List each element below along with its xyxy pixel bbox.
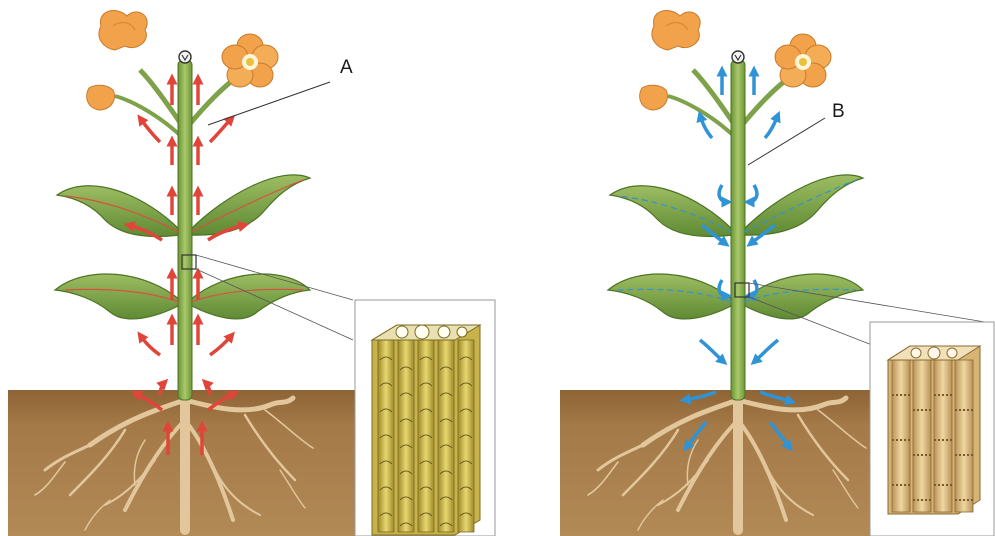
phloem-arrow xyxy=(765,115,778,138)
phloem-arrow xyxy=(719,185,728,202)
label-b-leader xyxy=(748,118,825,165)
xylem-vessel xyxy=(378,340,394,532)
xylem-vessel xyxy=(458,340,474,532)
sieve-tube xyxy=(913,360,931,512)
phloem-tissue-cutaway xyxy=(870,322,994,536)
xylem-arrow xyxy=(140,118,160,142)
xylem-vessel xyxy=(438,340,454,532)
xylem-arrow xyxy=(210,335,232,355)
label-a: A xyxy=(340,57,353,78)
label-b: B xyxy=(832,101,845,122)
phloem-arrow xyxy=(700,340,724,362)
sieve-tube xyxy=(934,360,952,512)
xylem-tissue-cutaway xyxy=(355,300,495,536)
sieve-tube xyxy=(892,360,910,512)
phloem-arrow xyxy=(748,185,757,202)
phloem-arrow xyxy=(754,340,778,362)
xylem-arrow xyxy=(210,118,232,142)
xylem-vessel xyxy=(418,340,434,532)
panel-a: A xyxy=(8,11,495,536)
panel-b: B xyxy=(560,11,994,536)
xylem-vessel xyxy=(398,340,414,532)
phloem-arrow xyxy=(719,280,728,296)
xylem-arrow xyxy=(140,335,160,355)
sieve-tube xyxy=(955,360,973,512)
